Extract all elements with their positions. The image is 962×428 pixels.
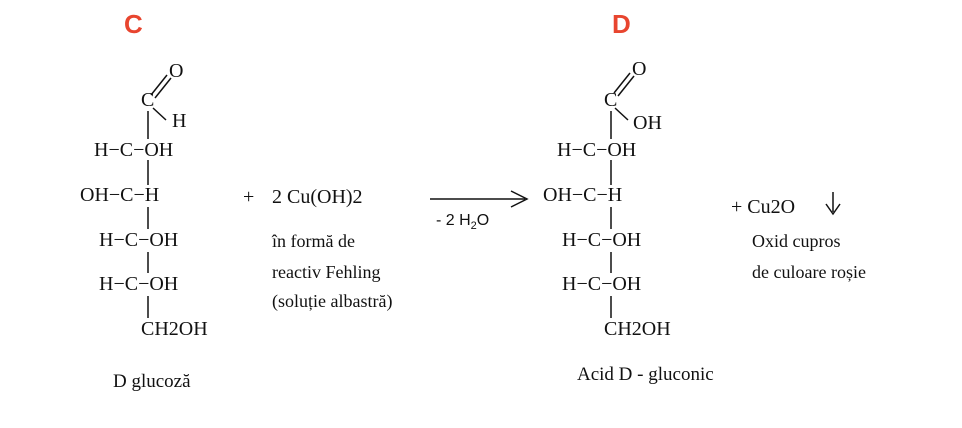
label-c: C bbox=[124, 9, 143, 39]
glucose-aldehyde-oxygen: O bbox=[169, 60, 184, 82]
gluconic-acid-carbon: C bbox=[604, 89, 618, 111]
glucose-c6-row: CH2OH bbox=[141, 318, 208, 340]
water-label-prefix: - 2 H bbox=[436, 212, 471, 229]
glucose-co-bond-1 bbox=[150, 74, 168, 96]
reagent-description-line2: reactiv Fehling bbox=[272, 262, 381, 282]
label-d: D bbox=[612, 9, 631, 39]
gluconic-c2-row: H−C−OH bbox=[557, 139, 637, 161]
glucose-c5-row: H−C−OH bbox=[99, 273, 179, 295]
gluconic-name: Acid D - gluconic bbox=[577, 364, 714, 385]
glucose-name: D glucoză bbox=[113, 371, 191, 392]
reagent-plus: + bbox=[243, 186, 255, 208]
gluconic-acid-hydroxyl: OH bbox=[633, 112, 662, 134]
reaction-arrow-head bbox=[510, 190, 529, 208]
product-description-line1: Oxid cupros bbox=[752, 231, 841, 251]
reagent-description-line3: (soluție albastră) bbox=[272, 291, 393, 311]
glucose-c2-row: H−C−OH bbox=[94, 139, 174, 161]
glucose-c4-row: H−C−OH bbox=[99, 229, 179, 251]
gluconic-c5-row: H−C−OH bbox=[562, 273, 642, 295]
gluconic-c4-row: H−C−OH bbox=[562, 229, 642, 251]
water-label-suffix: O bbox=[476, 212, 490, 229]
water-elimination-label: - 2 H2O bbox=[436, 212, 489, 232]
reagent-description-line1: în formă de bbox=[272, 231, 355, 251]
gluconic-co-bond-2 bbox=[617, 75, 635, 97]
gluconic-co-bond-1 bbox=[613, 72, 631, 94]
product-description-line2: de culoare roșie bbox=[752, 262, 866, 282]
glucose-c3-row: OH−C−H bbox=[80, 184, 160, 206]
gluconic-c6-row: CH2OH bbox=[604, 318, 671, 340]
reagent-formula: 2 Cu(OH)2 bbox=[272, 186, 363, 208]
gluconic-c3-row: OH−C−H bbox=[543, 184, 623, 206]
glucose-co-bond-2 bbox=[154, 77, 172, 99]
gluconic-coh-bond bbox=[614, 107, 629, 121]
precipitate-arrow-head bbox=[825, 203, 841, 216]
glucose-aldehyde-carbon: C bbox=[141, 89, 155, 111]
glucose-aldehyde-hydrogen: H bbox=[172, 110, 187, 132]
gluconic-acid-oxygen: O bbox=[632, 58, 647, 80]
glucose-ch-bond bbox=[152, 107, 167, 121]
water-label-subscript: 2 bbox=[470, 220, 477, 233]
product-formula: + Cu2O bbox=[731, 196, 796, 218]
